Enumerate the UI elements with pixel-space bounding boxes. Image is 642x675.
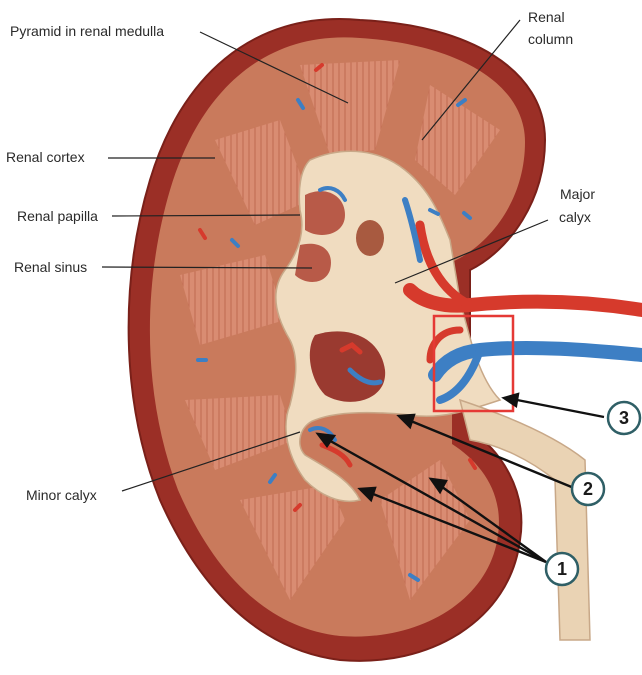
renal-pyramids (180, 60, 500, 600)
marker-1-number: 1 (557, 559, 567, 579)
label-renal-papilla: Renal papilla (17, 208, 98, 224)
label-major-calyx-line2: calyx (559, 209, 591, 225)
label-minor-calyx: Minor calyx (26, 487, 97, 503)
pyramid (415, 85, 500, 195)
calyx-cup (295, 243, 331, 282)
highlight-box (432, 314, 515, 413)
renal-sinus-calyces (275, 150, 502, 502)
calyx-cup (309, 331, 386, 402)
label-pyramid-renal-medulla: Pyramid in renal medulla (10, 23, 164, 39)
calyx-cup (305, 191, 345, 235)
label-renal-cortex: Renal cortex (6, 149, 85, 165)
marker-2-number: 2 (583, 479, 593, 499)
label-renal-column-line1: Renal (528, 9, 565, 25)
marker-1: 1 (544, 551, 580, 587)
marker-arrows (315, 392, 605, 564)
label-renal-column-line2: column (528, 31, 573, 47)
ureter (458, 398, 591, 641)
renal-vein (308, 186, 642, 442)
pyramid (180, 255, 285, 345)
label-major-calyx-line1: Major (560, 186, 595, 202)
marker-3: 3 (606, 400, 642, 436)
marker-3-number: 3 (619, 408, 629, 428)
leader-lines (101, 19, 549, 492)
cortical-vessels (196, 63, 477, 582)
renal-artery (319, 220, 642, 468)
pyramid (215, 120, 310, 225)
pyramid (380, 460, 470, 600)
pyramid (240, 485, 345, 600)
pyramid (185, 395, 295, 470)
label-renal-sinus: Renal sinus (14, 259, 87, 275)
sinus-hole (356, 220, 384, 256)
marker-2: 2 (570, 471, 606, 507)
pyramid (300, 60, 400, 155)
